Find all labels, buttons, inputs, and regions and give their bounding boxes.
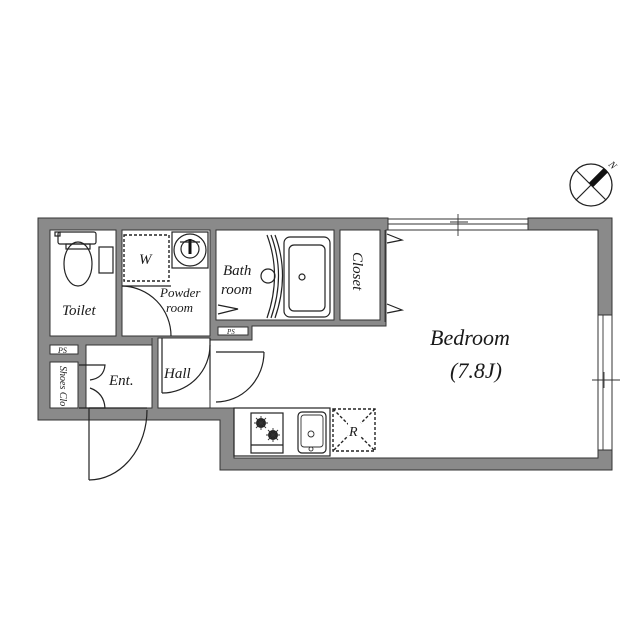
powder-room <box>121 229 211 337</box>
bath-room-label-1: Bath <box>223 263 251 279</box>
ps-box-1 <box>49 344 79 355</box>
compass-icon: N <box>569 159 619 207</box>
closet-room <box>339 229 381 321</box>
washbasin-icon <box>171 231 209 269</box>
refrigerator-label: R <box>348 425 358 440</box>
bath-door-icon[interactable] <box>260 234 284 319</box>
bedroom-label: Bedroom <box>430 325 510 350</box>
compass-north-label: N <box>605 159 619 173</box>
closet-label: Closet <box>349 252 365 291</box>
ps-label-1: PS <box>57 346 67 355</box>
powder-room-door[interactable] <box>121 285 172 337</box>
room-labels: Toilet Powder room Bath room Closet Bedr… <box>57 252 510 440</box>
closet-doors[interactable] <box>384 230 405 322</box>
powder-room-label-1: Powder <box>159 285 201 300</box>
hall-label: Hall <box>163 366 191 382</box>
toilet-room <box>49 229 117 337</box>
ps-box-2 <box>217 326 249 336</box>
bedroom-size-label: (7.8J) <box>450 358 502 383</box>
toilet-fixture-icon <box>54 231 114 287</box>
shoes-closet <box>49 361 79 409</box>
refrigerator-space <box>332 408 376 452</box>
entrance-label: Ent. <box>108 373 134 389</box>
kitchen-counter <box>233 407 331 457</box>
stove-burner-icon <box>254 416 280 442</box>
bathtub-icon <box>283 236 331 318</box>
shoes-closet-label: Shoes Clo <box>57 366 68 406</box>
washer-label: W <box>139 252 153 268</box>
powder-room-label-2: room <box>166 300 193 315</box>
hall-door[interactable] <box>161 338 211 394</box>
ps-label-2: PS <box>226 328 235 336</box>
toilet-label: Toilet <box>62 303 96 319</box>
windows <box>387 214 620 451</box>
sink-icon <box>297 411 327 454</box>
washer-space: W <box>123 234 170 282</box>
bath-room-label-2: room <box>221 282 252 298</box>
shoes-closet-doors[interactable] <box>79 364 106 409</box>
bedroom-door[interactable] <box>215 351 265 403</box>
